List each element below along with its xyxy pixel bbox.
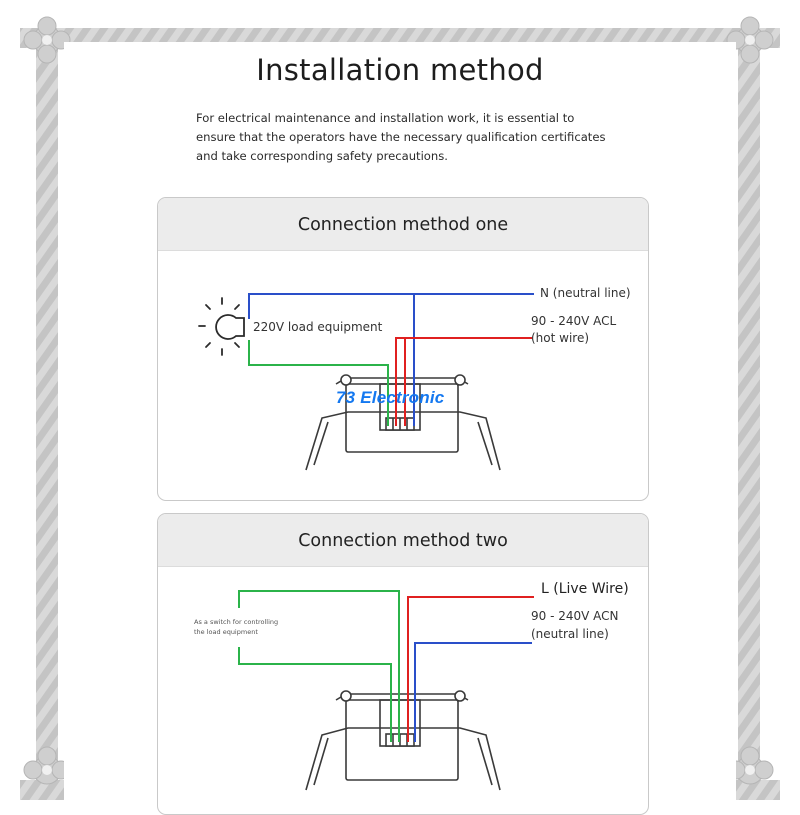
neutral-line-label: N (neutral line) <box>540 286 631 300</box>
intro-line-3: and take corresponding safety precaution… <box>196 149 448 163</box>
intro-text: For electrical maintenance and installat… <box>196 109 616 166</box>
page-title: Installation method <box>256 53 544 87</box>
connection-method-two-heading: Connection method two <box>158 514 648 567</box>
load-wire-one <box>248 340 389 426</box>
live-wire-label: L (Live Wire) <box>541 581 629 597</box>
light-bulb-icon <box>198 297 245 356</box>
connection-method-one-card: Connection method one <box>157 197 649 501</box>
voltage-label-one: 90 - 240V ACL <box>531 314 617 328</box>
voltage-label-two: 90 - 240V ACN <box>531 609 619 623</box>
neutral-line-label-two: (neutral line) <box>531 627 609 641</box>
sensor-housing-two <box>305 690 501 791</box>
switch-label-line-2: the load equipment <box>194 628 258 636</box>
connection-method-one-heading: Connection method one <box>158 198 648 251</box>
live-wire-two <box>407 596 534 742</box>
switch-wires-two <box>238 590 400 742</box>
hot-wire-one <box>395 337 532 426</box>
intro-line-2: ensure that the operators have the neces… <box>196 130 606 144</box>
intro-line-1: For electrical maintenance and installat… <box>196 111 575 125</box>
neutral-wire-one <box>248 293 534 426</box>
hot-wire-label: (hot wire) <box>531 331 590 345</box>
neutral-wire-two <box>414 642 532 742</box>
watermark-logo: 73 Electronic <box>336 388 445 407</box>
load-equipment-label: 220V load equipment <box>253 320 383 334</box>
switch-label-line-1: As a switch for controlling <box>194 618 279 626</box>
